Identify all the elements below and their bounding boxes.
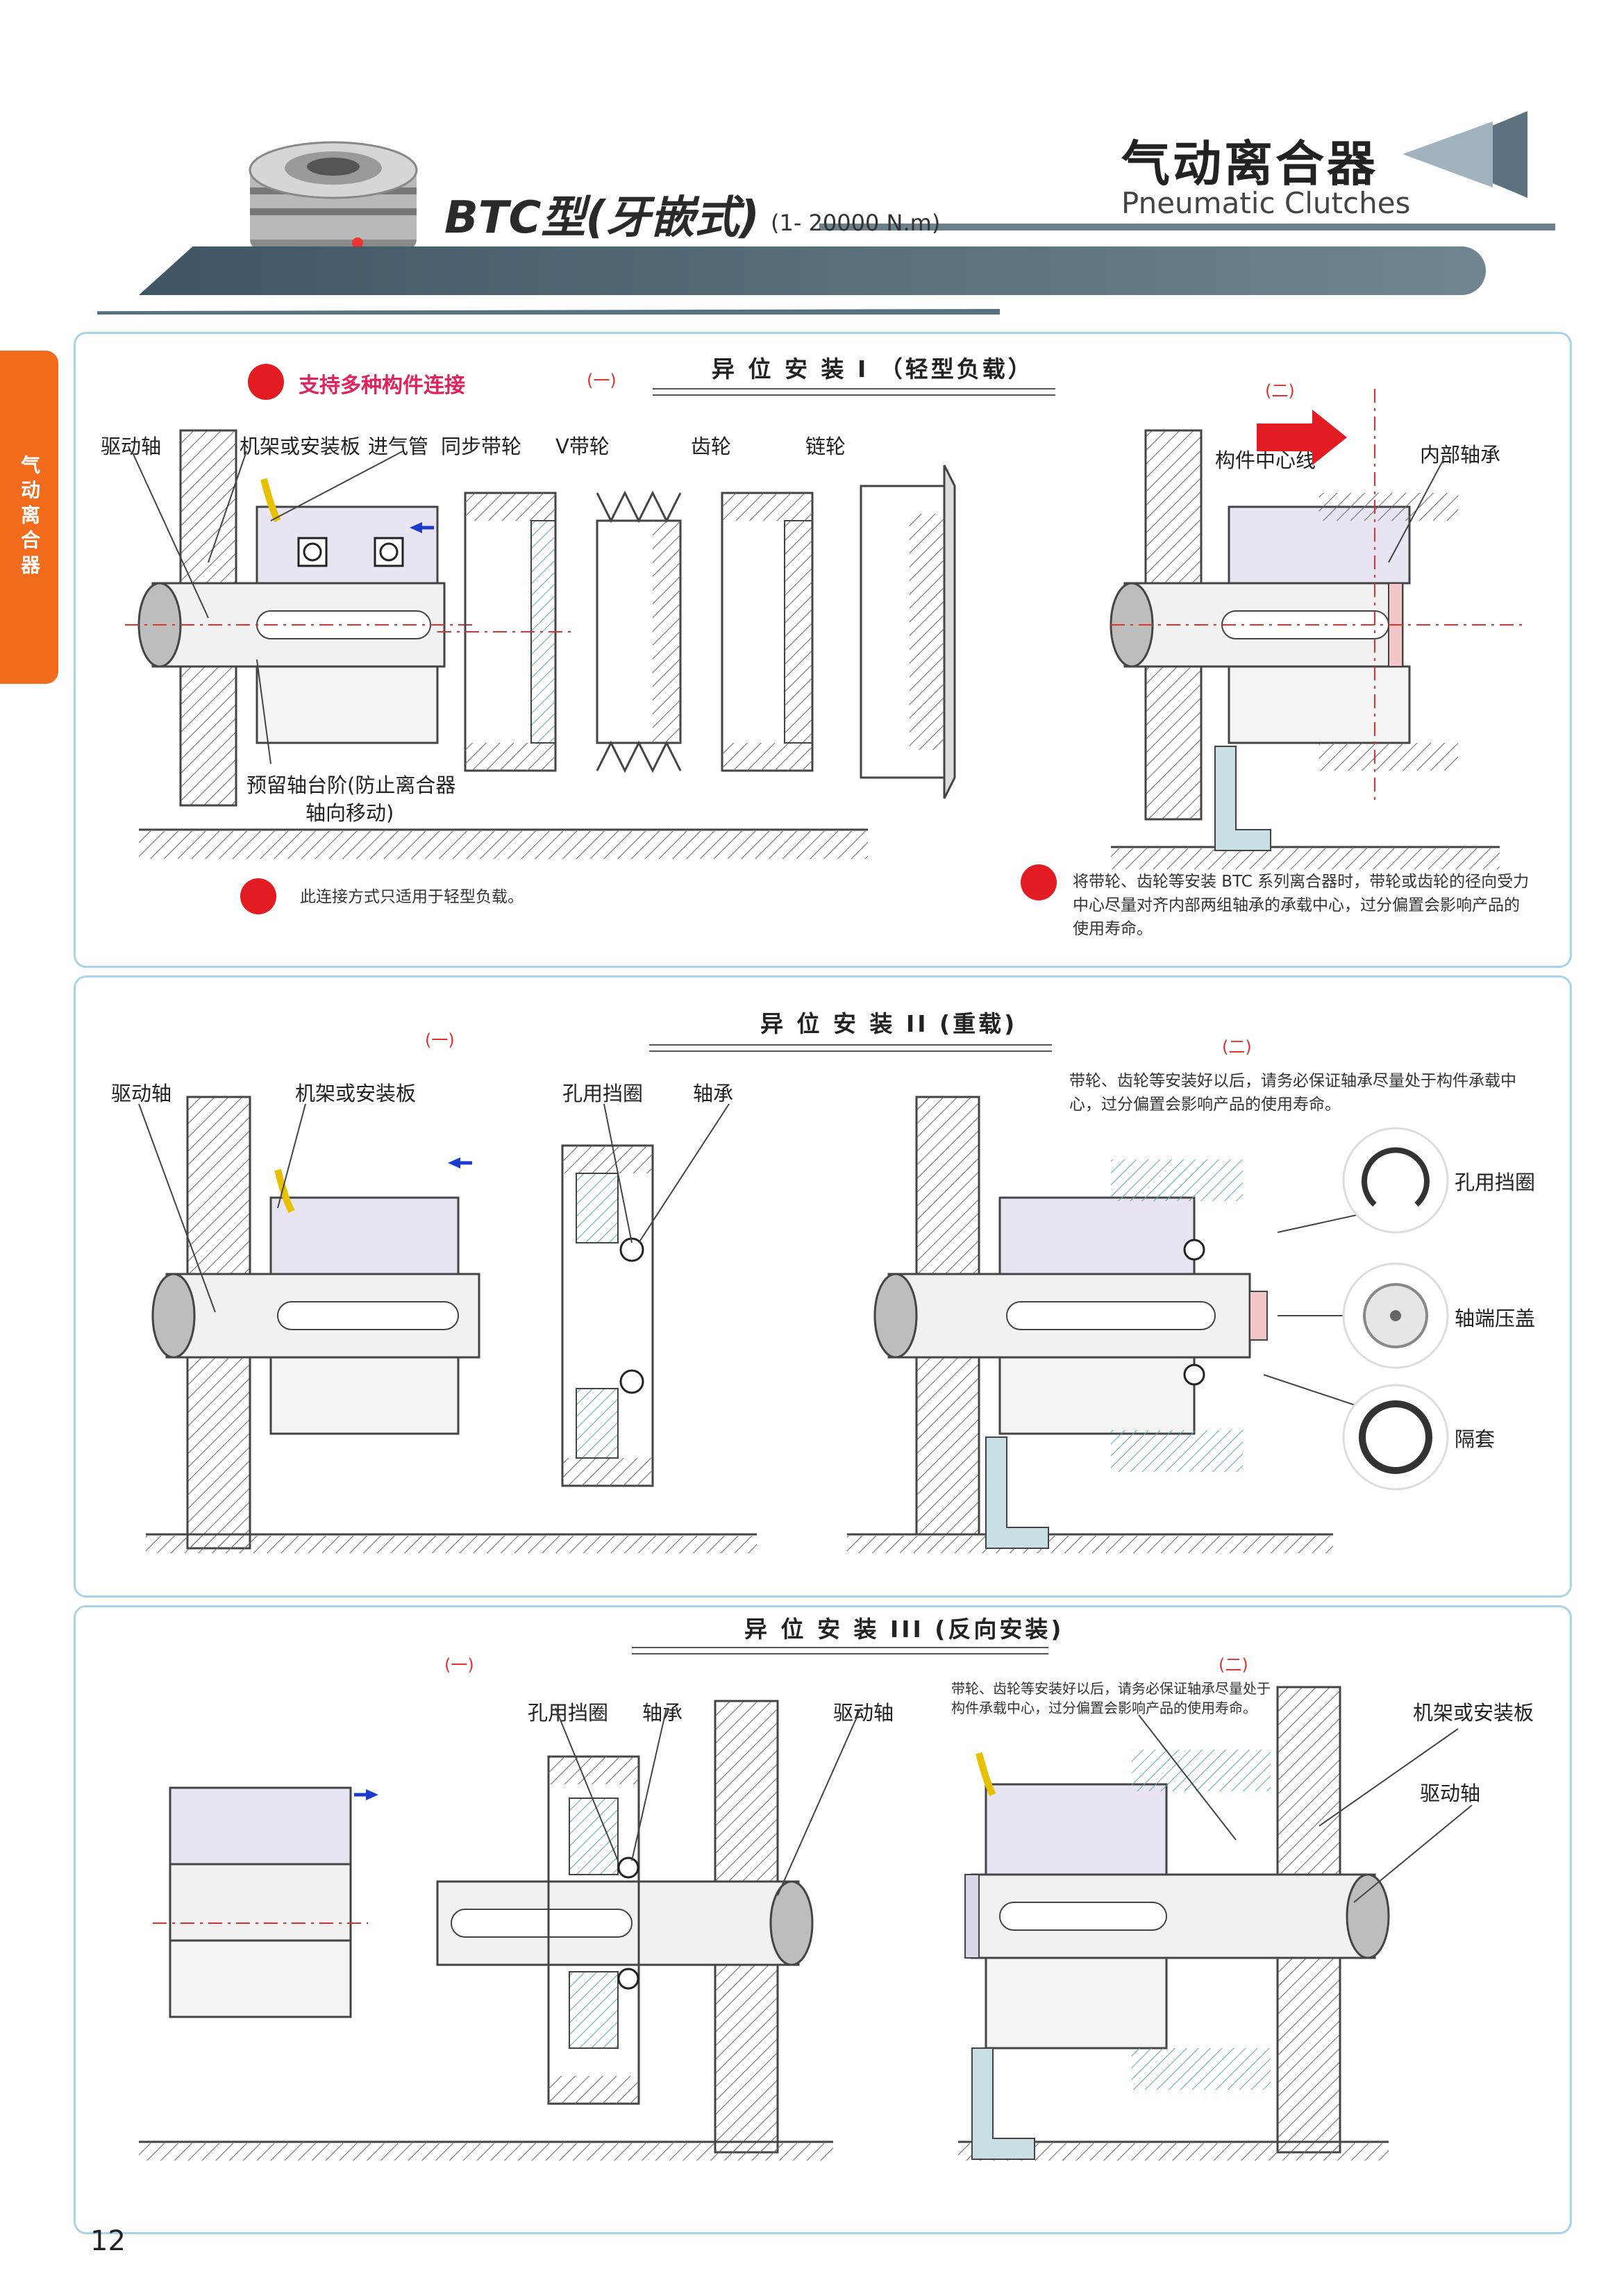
label-gear: 齿轮 <box>691 435 732 458</box>
section3-note-2: 构件承载中心，过分偏置会影响产品的使用寿命。 <box>951 1700 1257 1716</box>
side-category-tab: 气动离合器 <box>0 351 58 684</box>
section2-left-drawing <box>138 1096 757 1553</box>
label-drive-shaft: 驱动轴 <box>101 435 162 458</box>
label-frame-2: 机架或安装板 <box>295 1082 417 1105</box>
section1-note-right-3: 使用寿命。 <box>1073 920 1153 938</box>
section3-title: 异 位 安 装 III (反向安装) <box>744 1616 1064 1643</box>
section3-right-drawing <box>958 1686 1473 2161</box>
section3-title-rule <box>632 1647 1048 1654</box>
section1-sub-a: (一) <box>587 371 617 390</box>
label-inner-bearing: 内部轴承 <box>1420 443 1501 467</box>
section2-note-1: 带轮、齿轮等安装好以后，请务必保证轴承尽量处于构件承载中 <box>1069 1072 1516 1090</box>
note-dot-right <box>1021 864 1057 900</box>
label-drive-shaft-3: 驱动轴 <box>833 1701 894 1725</box>
label-circlip-right: 孔用挡圈 <box>1455 1171 1536 1194</box>
label-bearing-3: 轴承 <box>642 1701 683 1725</box>
section3-sub-b: (二) <box>1219 1655 1248 1675</box>
header-rule <box>819 224 1555 231</box>
label-circlip-2: 孔用挡圈 <box>562 1082 644 1105</box>
section2-note-2: 心，过分偏置会影响产品的使用寿命。 <box>1069 1096 1341 1114</box>
label-bearing-2: 轴承 <box>693 1082 734 1105</box>
section3-note-1: 带轮、齿轮等安装好以后，请务必保证轴承尽量处于 <box>951 1680 1271 1697</box>
note-dot-left <box>240 878 276 914</box>
label-v-pulley: V带轮 <box>555 435 610 458</box>
section1-left-drawing <box>125 429 956 859</box>
model-title: BTC型(牙嵌式) <box>444 192 760 244</box>
torque-range: (1- 20000 N.m) <box>771 210 941 236</box>
section1-note-left: 此连接方式只适用于轻型负载。 <box>300 888 524 906</box>
feature-label: 支持多种构件连接 <box>299 374 465 398</box>
label-sprocket: 链轮 <box>805 435 846 458</box>
feature-dot <box>248 364 284 400</box>
section1-note-right-2: 中心尽量对齐内部两组轴承的承载中心，过分偏置会影响产品的 <box>1073 896 1520 914</box>
section3-left-drawing <box>139 1700 862 2161</box>
section2-right-drawing <box>847 1096 1449 1553</box>
section1-sub-b: (二) <box>1265 381 1295 401</box>
section2-title: 异 位 安 装 II (重载) <box>760 1010 1018 1037</box>
label-circlip-3: 孔用挡圈 <box>528 1701 609 1725</box>
section2-title-rule <box>649 1044 1052 1052</box>
label-drive-shaft-3r: 驱动轴 <box>1420 1782 1481 1805</box>
arrow-logo-icon <box>1403 111 1527 198</box>
label-shoulder-1: 预留轴台阶(防止离合器 <box>246 773 456 797</box>
label-shoulder-2: 轴向移动) <box>305 801 394 825</box>
page-title: 气动离合器 <box>1121 135 1378 192</box>
section2-sub-b: (二) <box>1222 1037 1252 1057</box>
label-center-line: 构件中心线 <box>1215 449 1316 472</box>
label-end-cap: 轴端压盖 <box>1455 1307 1536 1330</box>
header-underline <box>97 309 1000 315</box>
section1-title-rule <box>653 388 1055 396</box>
section2-sub-a: (一) <box>425 1030 455 1050</box>
page-subtitle: Pneumatic Clutches <box>1121 186 1411 220</box>
label-drive-shaft-2: 驱动轴 <box>111 1082 172 1105</box>
header-band <box>139 246 1486 295</box>
section3-sub-a: (一) <box>444 1655 474 1675</box>
section1-note-right-1: 将带轮、齿轮等安装 BTC 系列离合器时，带轮或齿轮的径向受力 <box>1073 873 1530 891</box>
label-frame-3: 机架或安装板 <box>1413 1701 1534 1725</box>
label-sync-pulley: 同步带轮 <box>441 435 522 458</box>
page-number: 12 <box>90 2225 126 2257</box>
label-frame: 机架或安装板 <box>240 435 361 458</box>
section1-right-drawing <box>1110 389 1527 869</box>
section1-title: 异 位 安 装 I （轻型负载） <box>712 355 1034 383</box>
label-spacer: 隔套 <box>1455 1427 1496 1451</box>
